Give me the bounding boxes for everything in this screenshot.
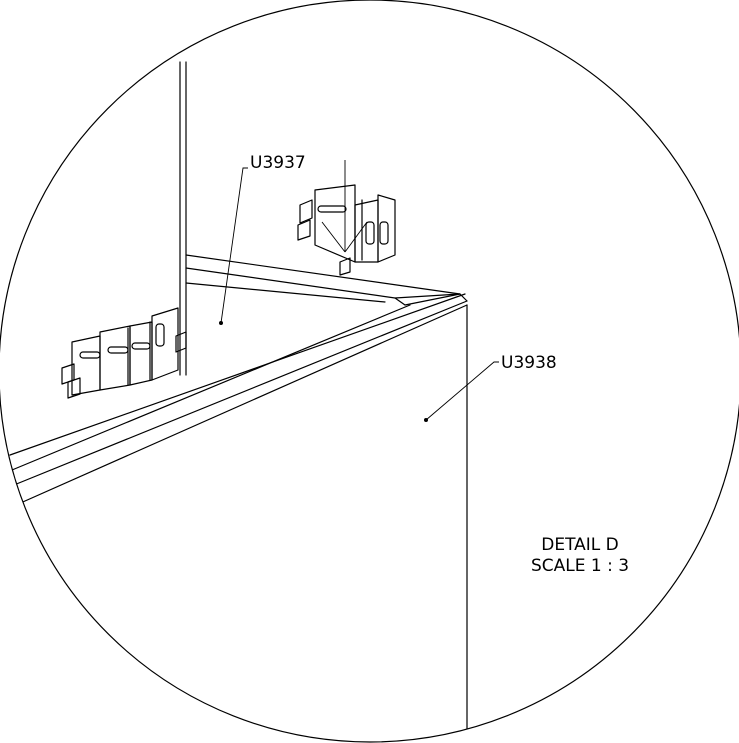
detail-scale: SCALE 1 : 3	[531, 556, 629, 576]
clip-bracket-upper	[297, 184, 396, 276]
leader-u3937-right-a	[321, 221, 346, 253]
rim-front-edge-3	[13, 300, 468, 486]
leader-u3937-left-dot	[219, 321, 223, 325]
clip-bracket-lower	[61, 307, 187, 399]
cabinet-geometry	[9, 61, 468, 742]
callout-u3937: U3937	[219, 153, 368, 325]
leader-u3938	[425, 361, 499, 421]
rim-back-edge	[185, 254, 461, 295]
rim-front-edge-1	[9, 293, 466, 456]
detail-title: DETAIL D	[541, 535, 619, 555]
rim-front-edge-2	[11, 304, 411, 471]
rim-back-inner-2	[185, 282, 386, 303]
leader-u3937-left	[220, 167, 248, 324]
rim-front-edge-4	[15, 304, 468, 506]
callout-label-u3937: U3937	[250, 153, 306, 173]
callout-label-u3938: U3938	[501, 353, 557, 373]
rim-corner	[394, 293, 468, 306]
leader-u3937-right-b	[344, 221, 368, 253]
detail-label: DETAIL D SCALE 1 : 3	[531, 535, 629, 576]
callout-u3938: U3938	[424, 353, 557, 422]
leader-u3938-dot	[424, 418, 428, 422]
